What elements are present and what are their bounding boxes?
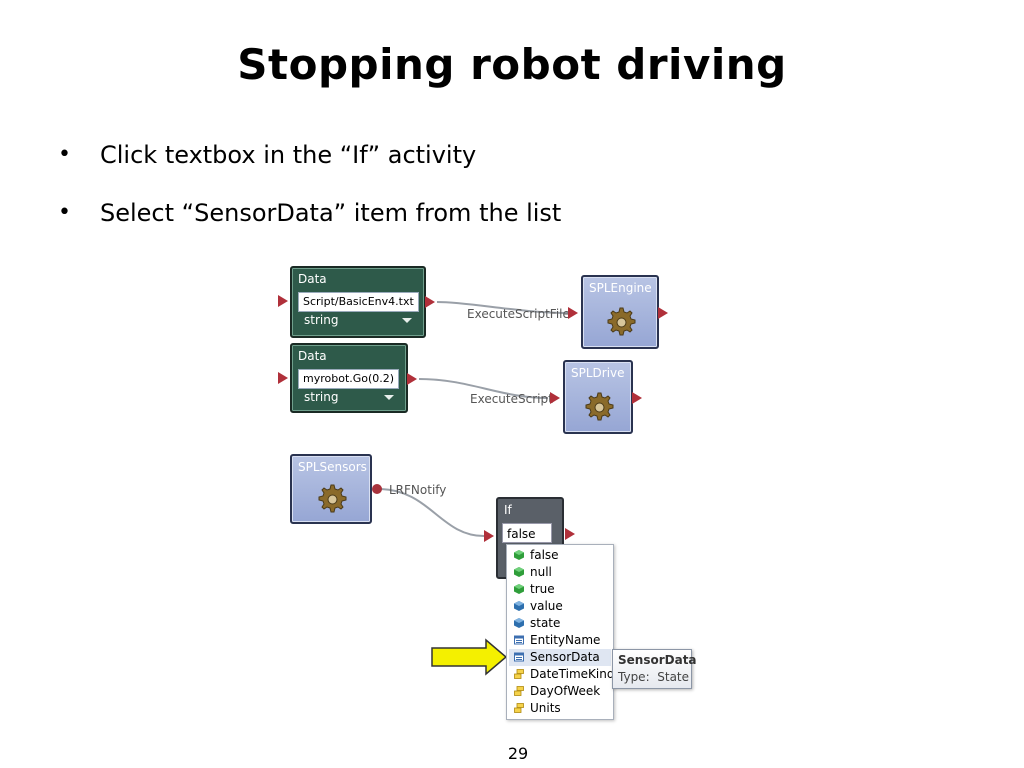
list-item-label: EntityName [530,633,601,647]
gear-icon [607,307,636,336]
green-cube-icon [514,584,524,594]
list-item-label: value [530,599,563,613]
green-cube-icon [514,550,524,560]
list-item-label: state [530,616,561,630]
if-condition-textbox[interactable]: false [502,523,552,543]
bullet-list: • Click textbox in the “If” activity • S… [58,138,561,254]
list-item-label: false [530,548,559,562]
list-item-datetimekind[interactable]: DateTimeKind [509,666,615,683]
bullet-dot: • [58,142,71,167]
list-item-value[interactable]: value [509,598,611,615]
green-cube-icon [514,567,524,577]
enum-icon [514,703,524,713]
list-item-false[interactable]: false [509,547,611,564]
data-activity-1[interactable]: Data Script/BasicEnv4.txt string [290,266,426,338]
wire-label-execute-script: ExecuteScript [470,392,553,406]
yellow-arrow-icon [431,638,508,676]
enum-icon [514,669,524,679]
property-icon [514,635,524,645]
data1-input-pin[interactable] [278,295,288,307]
sensordata-tooltip: SensorData Type: State [612,649,697,689]
list-item-null[interactable]: null [509,564,611,581]
service-name: SPLDrive [571,366,625,380]
list-item-label: DateTimeKind [530,667,615,681]
spldrive-output-pin[interactable] [632,392,642,404]
bullet-text: Select “SensorData” item from the list [100,199,562,227]
list-item-sensordata[interactable]: SensorData [509,649,611,666]
property-icon [514,652,524,662]
bullet-text: Click textbox in the “If” activity [100,141,477,169]
wire-label-execute-script-file: ExecuteScriptFile [467,307,570,321]
tooltip-type-label: Type: [618,670,650,684]
splengine-input-pin[interactable] [568,307,578,319]
chevron-down-icon[interactable] [384,395,394,400]
list-item-label: SensorData [530,650,600,664]
data-activity-2[interactable]: Data myrobot.Go(0.2) string [290,343,408,413]
list-item-units[interactable]: Units [509,700,611,717]
list-item-label: Units [530,701,561,715]
list-item-label: true [530,582,555,596]
notify-pin [372,484,382,494]
tooltip-type-value: State [657,670,690,684]
bullet-dot: • [58,200,71,225]
data2-header: Data [298,349,327,363]
data2-type: string [304,390,339,404]
service-name: SPLSensors [298,460,367,474]
enum-icon [514,686,524,696]
condition-dropdown-list[interactable]: false null true value state EntityName S… [506,544,614,720]
list-item-dayofweek[interactable]: DayOfWeek [509,683,611,700]
wire-label-lrf-notify: LRFNotify [389,483,446,497]
list-item-label: DayOfWeek [530,684,601,698]
chevron-down-icon[interactable] [402,318,412,323]
data1-header: Data [298,272,327,286]
slide-title: Stopping robot driving [237,40,787,89]
if-output-pin[interactable] [565,528,575,540]
data2-value-input[interactable]: myrobot.Go(0.2) [298,369,400,389]
bullet-item: • Click textbox in the “If” activity [58,138,561,196]
data2-input-pin[interactable] [278,372,288,384]
tooltip-type: Type: State [618,670,689,684]
service-splsensors[interactable]: SPLSensors [290,454,372,524]
blue-cube-icon [514,618,524,628]
service-name: SPLEngine [589,281,652,295]
list-item-label: null [530,565,552,579]
gear-icon [318,484,347,513]
bullet-item: • Select “SensorData” item from the list [58,196,561,254]
data2-output-pin[interactable] [407,373,417,385]
blue-cube-icon [514,601,524,611]
wire-execute-script [418,378,549,399]
wire-lrf-notify [377,488,485,537]
list-item-true[interactable]: true [509,581,611,598]
list-item-entityname[interactable]: EntityName [509,632,611,649]
data1-output-pin[interactable] [425,296,435,308]
data1-type: string [304,313,339,327]
service-splengine[interactable]: SPLEngine [581,275,659,349]
tooltip-title: SensorData [618,653,697,667]
list-item-state[interactable]: state [509,615,611,632]
page-number: 29 [507,744,529,763]
gear-icon [585,392,614,421]
splengine-output-pin[interactable] [658,307,668,319]
if-input-pin[interactable] [484,530,494,542]
service-spldrive[interactable]: SPLDrive [563,360,633,434]
wire-execute-script-file [436,301,569,314]
if-header: If [504,503,512,517]
spldrive-input-pin[interactable] [550,392,560,404]
data1-value-input[interactable]: Script/BasicEnv4.txt [298,292,419,312]
